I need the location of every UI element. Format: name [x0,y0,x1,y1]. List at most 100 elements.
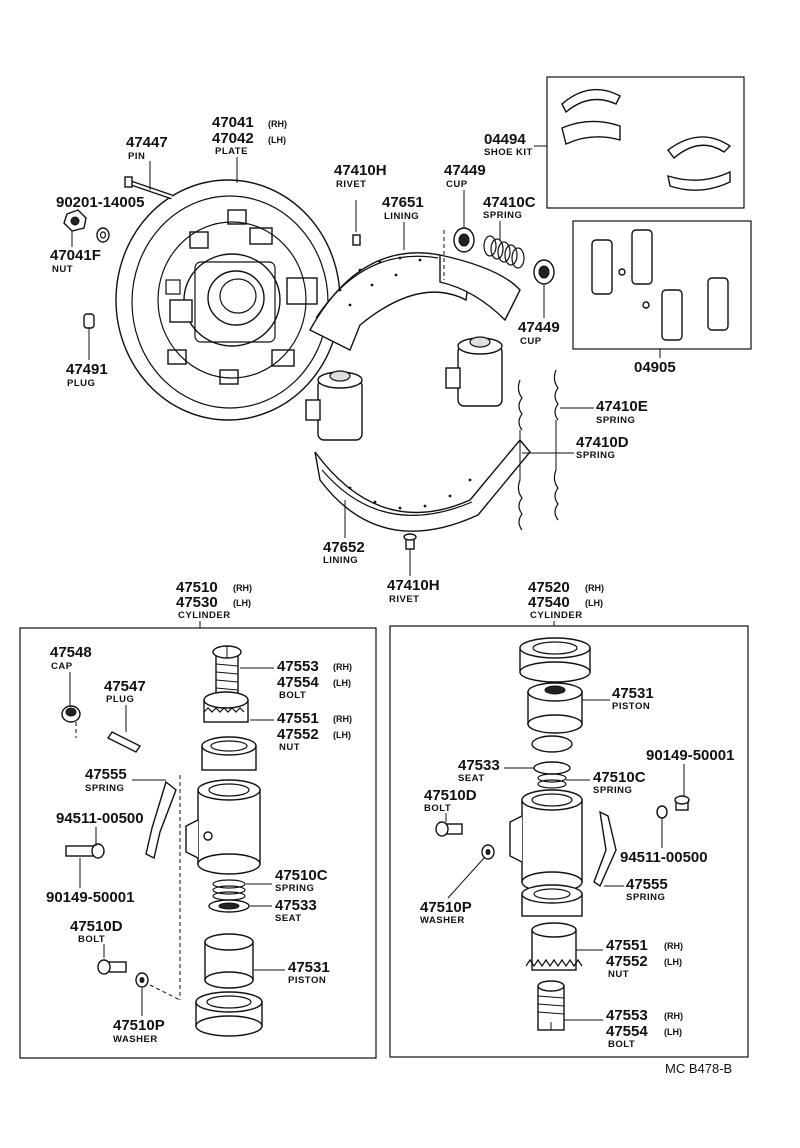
svg-text:47520: 47520 [528,579,570,596]
svg-text:47510P: 47510P [113,1017,165,1034]
svg-text:47510P: 47510P [420,899,472,916]
svg-text:47449: 47449 [518,319,560,336]
svg-text:SPRING: SPRING [596,415,635,426]
svg-text:47651: 47651 [382,194,424,211]
svg-text:47410C: 47410C [483,194,536,211]
label-47651-lining: 47651 LINING [382,194,424,250]
svg-text:47530: 47530 [176,594,218,611]
diagram-code: MC B478-B [665,1061,732,1076]
label-47551-nut: 47551 (RH) 47552 (LH) NUT [250,710,352,753]
shoe-kit-box [546,76,745,209]
label-94511-00500-right: 94511-00500 [620,818,708,866]
label-47449-cup-mid: 47449 CUP [518,284,560,347]
svg-text:47551: 47551 [606,937,648,954]
svg-text:WASHER: WASHER [420,915,465,926]
svg-text:(RH): (RH) [664,1011,683,1021]
svg-text:47652: 47652 [323,539,365,556]
label-04494-shoe-kit: 04494 SHOE KIT [484,131,547,158]
svg-text:BOLT: BOLT [279,690,306,701]
nut-illustration [63,209,110,243]
svg-text:(LH): (LH) [333,730,351,740]
label-47510c-spring-right: 47510C SPRING [566,769,646,796]
svg-text:90149-50001: 90149-50001 [646,747,734,764]
label-47533-seat: 47533 SEAT [250,897,317,924]
svg-text:(LH): (LH) [585,598,603,608]
svg-text:SPRING: SPRING [576,450,615,461]
svg-text:(RH): (RH) [664,941,683,951]
label-47510d-bolt: 47510D BOLT [70,918,123,958]
svg-text:CAP: CAP [51,661,73,672]
svg-text:47410H: 47410H [334,162,387,179]
plug-illustration [83,313,95,329]
left-cylinder-exploded [61,645,263,1037]
label-47553-bolt: 47553 (RH) 47554 (LH) BOLT [240,658,352,701]
label-47410h-rivet-top: 47410H RIVET [334,162,387,190]
rivet-bottom-illustration [403,533,417,550]
label-47547-plug: 47547 PLUG [104,678,146,732]
label-47510-cylinder: 47510 (RH) 47530 (LH) CYLINDER [176,579,252,628]
svg-text:94511-00500: 94511-00500 [620,849,708,866]
svg-text:CUP: CUP [520,336,542,347]
svg-text:SPRING: SPRING [593,785,632,796]
right-labels: 47531 PISTON 90149-50001 47533 SEAT 4751… [420,685,734,1050]
svg-text:47552: 47552 [277,726,319,743]
upper-brake-shoe-illustration [309,252,521,351]
svg-text:SHOE KIT: SHOE KIT [484,147,533,158]
left-labels: 47548 CAP 47547 PLUG 47553 (RH) 47554 (L… [46,644,352,1045]
label-47652-lining: 47652 LINING [323,500,365,566]
svg-text:47510C: 47510C [593,769,646,786]
label-47041-plate: 47041 (RH) 47042 (LH) PLATE [212,114,287,183]
svg-text:47449: 47449 [444,162,486,179]
svg-text:47553: 47553 [277,658,319,675]
right-cylinder-box [389,625,749,1058]
lower-brake-shoe-illustration [314,438,531,532]
svg-text:BOLT: BOLT [424,803,451,814]
svg-text:CUP: CUP [446,179,468,190]
svg-text:SPRING: SPRING [626,892,665,903]
label-47410h-rivet-bottom: 47410H RIVET [387,549,440,605]
svg-text:47447: 47447 [126,134,168,151]
svg-text:04905: 04905 [634,359,676,376]
svg-text:47491: 47491 [66,361,108,378]
svg-text:NUT: NUT [608,969,629,980]
svg-text:BOLT: BOLT [608,1039,635,1050]
svg-text:NUT: NUT [279,742,300,753]
svg-text:47540: 47540 [528,594,570,611]
svg-text:PISTON: PISTON [612,701,650,712]
svg-text:04494: 04494 [484,131,526,148]
label-47491-plug: 47491 PLUG [66,328,108,389]
svg-text:(LH): (LH) [664,1027,682,1037]
svg-text:RIVET: RIVET [336,179,366,190]
svg-text:SPRING: SPRING [85,783,124,794]
label-90149-50001: 90149-50001 [46,858,134,906]
rivet-illustration [352,200,361,246]
svg-text:(LH): (LH) [664,957,682,967]
svg-text:47533: 47533 [275,897,317,914]
svg-text:47510: 47510 [176,579,218,596]
svg-text:LINING: LINING [323,555,358,566]
label-47555-spring-right: 47555 SPRING [604,876,668,903]
svg-text:SPRING: SPRING [275,883,314,894]
svg-text:47547: 47547 [104,678,146,695]
svg-text:47554: 47554 [277,674,319,691]
label-47555-spring: 47555 SPRING [85,766,166,794]
svg-text:47510C: 47510C [275,867,328,884]
svg-text:90201-14005: 90201-14005 [56,194,144,211]
svg-text:(LH): (LH) [268,135,286,145]
svg-text:WASHER: WASHER [113,1034,158,1045]
label-90149-50001-right: 90149-50001 [646,747,734,796]
label-47510d-bolt-right: 47510D BOLT [424,787,477,822]
svg-text:47548: 47548 [50,644,92,661]
label-47510p-washer-right: 47510P WASHER [420,857,485,926]
svg-text:90149-50001: 90149-50001 [46,889,134,906]
label-94511-00500: 94511-00500 [56,810,144,846]
label-47548-cap: 47548 CAP [50,644,92,706]
label-47447: 47447 PIN [126,134,168,190]
svg-text:47041: 47041 [212,114,254,131]
label-04905: 04905 [634,349,676,376]
label-47410e-spring: 47410E SPRING [560,398,648,426]
right-cylinder-exploded [435,637,690,1031]
svg-text:47041F: 47041F [50,247,101,264]
left-cylinder-box [19,627,377,1059]
